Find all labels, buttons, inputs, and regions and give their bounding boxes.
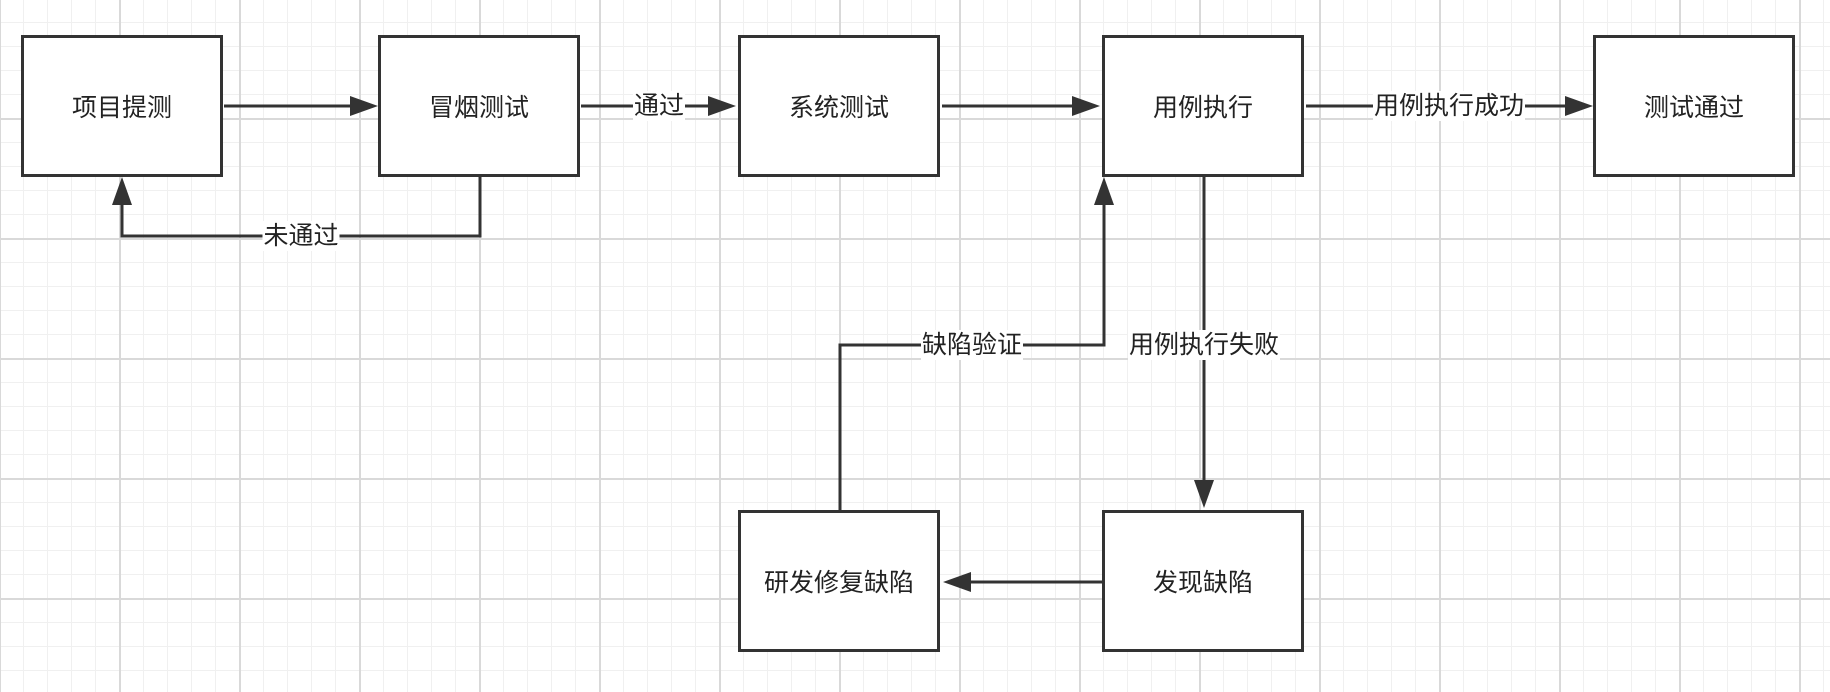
node-label: 冒烟测试 <box>428 93 529 122</box>
edge-label-defect-verify: 缺陷验证 <box>920 330 1024 360</box>
node-dev-fix-defect[interactable]: 研发修复缺陷 <box>738 510 940 652</box>
arrowhead-icon <box>1072 96 1100 116</box>
arrowhead-icon <box>1565 96 1593 116</box>
node-system-test[interactable]: 系统测试 <box>738 35 940 177</box>
edge-label-case-fail: 用例执行失败 <box>1127 330 1281 360</box>
edge-label-smoke-pass: 通过 <box>632 91 686 121</box>
node-project-submit[interactable]: 项目提测 <box>21 35 223 177</box>
arrowhead-icon <box>350 96 378 116</box>
node-smoke-test[interactable]: 冒烟测试 <box>378 35 580 177</box>
node-label: 测试通过 <box>1643 93 1744 122</box>
arrowhead-icon <box>1194 480 1214 508</box>
node-case-execution[interactable]: 用例执行 <box>1102 35 1304 177</box>
node-label: 研发修复缺陷 <box>763 568 914 597</box>
node-label: 发现缺陷 <box>1152 568 1253 597</box>
arrowhead-icon <box>708 96 736 116</box>
node-label: 项目提测 <box>71 93 172 122</box>
arrowhead-icon <box>1094 177 1114 205</box>
arrowhead-icon <box>943 572 971 592</box>
node-test-passed[interactable]: 测试通过 <box>1593 35 1795 177</box>
node-defect-found[interactable]: 发现缺陷 <box>1102 510 1304 652</box>
arrowhead-icon <box>112 177 132 205</box>
node-label: 用例执行 <box>1152 93 1253 122</box>
node-label: 系统测试 <box>788 93 889 122</box>
edge-label-case-success: 用例执行成功 <box>1372 91 1526 121</box>
edge-label-smoke-fail: 未通过 <box>262 221 340 251</box>
